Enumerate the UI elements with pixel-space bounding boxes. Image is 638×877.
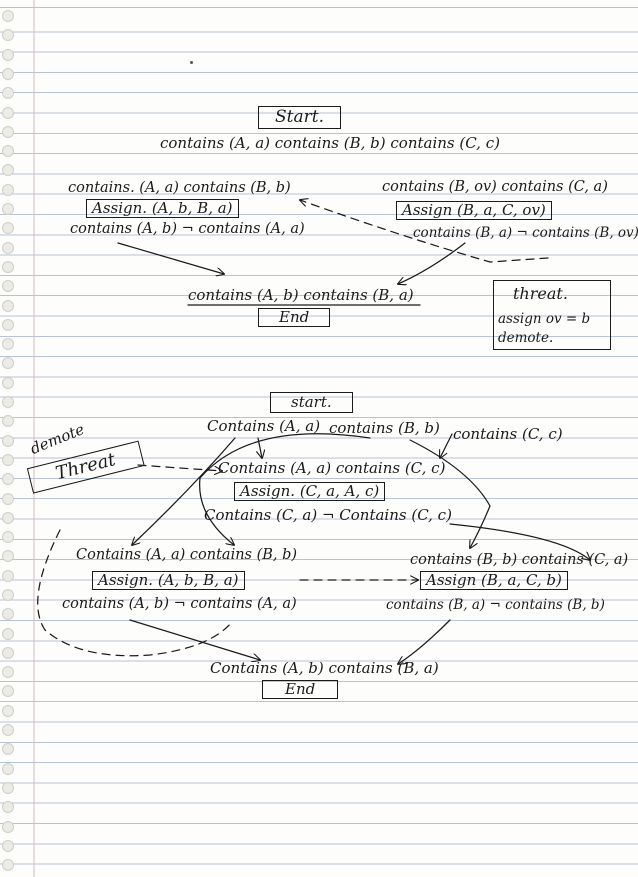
binder-hole-icon [2,705,14,717]
binder-hole-icon [2,319,14,331]
binder-hole-icon [2,570,14,582]
binder-hole-icon [2,821,14,833]
binder-hole-icon [2,608,14,620]
binder-hole-icon [2,184,14,196]
binder-hole-icon [2,782,14,794]
lower-start-box: start. [270,392,353,413]
lower-left-action: Assign. (A, b, B, a) [92,571,245,590]
ink-dot [190,61,193,64]
lower-goal-state: Contains (A, b) contains (B, a) [210,659,439,677]
lower-middle-action: Assign. (C, a, A, c) [234,482,386,501]
binder-hole-icon [2,550,14,562]
lower-init-c: contains (C, c) [453,425,563,443]
binder-hole-icon [2,801,14,813]
upper-threat-binding: assign ov = b [498,311,591,327]
lower-left-preconditions: Contains (A, a) contains (B, b) [76,547,298,563]
binder-hole-icon [2,589,14,601]
lower-right-effects: contains (B, a) ¬ contains (B, b) [386,597,605,613]
binder-hole-icon [2,743,14,755]
binder-hole-icon [2,377,14,389]
binder-hole-icon [2,29,14,41]
binder-hole-icon [2,68,14,80]
upper-goal-state: contains (A, b) contains (B, a) [188,286,414,304]
upper-right-effects: contains (B, a) ¬ contains (B, ov) [413,225,638,241]
upper-initial-state: contains (A, a) contains (B, b) contains… [160,134,500,152]
binder-hole-icon [2,49,14,61]
binder-hole-icon [2,415,14,427]
binder-hole-icon [2,512,14,524]
binder-hole-icon [2,840,14,852]
lower-right-action: Assign (B, a, C, b) [420,571,568,590]
binder-hole-icon [2,724,14,736]
binder-hole-icon [2,10,14,22]
upper-left-action: Assign. (A, b, B, a) [86,199,239,218]
upper-right-action: Assign (B, a, C, ov) [396,201,552,220]
binder-hole-icon [2,454,14,466]
upper-right-preconditions: contains (B, ov) contains (C, a) [382,179,608,195]
upper-start-box: Start. [258,106,341,129]
binder-hole-icon [2,280,14,292]
lower-left-effects: contains (A, b) ¬ contains (A, a) [62,596,297,612]
lower-end-box: End [262,680,339,699]
binder-hole-icon [2,435,14,447]
binder-hole-icon [2,145,14,157]
binder-hole-icon [2,164,14,176]
binder-hole-icon [2,763,14,775]
binder-hole-icon [2,107,14,119]
binder-hole-icon [2,300,14,312]
upper-left-effects: contains (A, b) ¬ contains (A, a) [70,221,305,237]
upper-threat-resolution: demote. [498,330,554,346]
lower-init-b: contains (B, b) [329,419,440,437]
lower-middle-preconditions: Contains (A, a) contains (C, c) [218,459,446,477]
lower-middle-effects: Contains (C, a) ¬ Contains (C, c) [204,506,452,524]
binder-hole-icon [2,357,14,369]
binder-hole-icon [2,396,14,408]
upper-threat-title: threat. [513,284,568,303]
upper-threat-box [493,280,611,350]
binder-hole-icon [2,685,14,697]
binder-hole-icon [2,628,14,640]
binder-hole-icon [2,647,14,659]
binder-hole-icon [2,222,14,234]
binder-hole-icon [2,666,14,678]
binder-hole-icon [2,473,14,485]
binder-hole-icon [2,531,14,543]
binder-hole-icon [2,261,14,273]
binder-hole-icon [2,203,14,215]
binder-hole-icon [2,126,14,138]
upper-end-box: End [258,308,331,327]
binder-hole-icon [2,859,14,871]
lower-right-preconditions: contains (B, b) contains (C, a) [410,552,629,568]
binder-hole-icon [2,242,14,254]
binder-hole-icon [2,493,14,505]
binder-hole-icon [2,338,14,350]
lower-init-a: Contains (A, a) [207,417,321,435]
binder-hole-icon [2,87,14,99]
upper-left-preconditions: contains. (A, a) contains (B, b) [68,180,291,196]
